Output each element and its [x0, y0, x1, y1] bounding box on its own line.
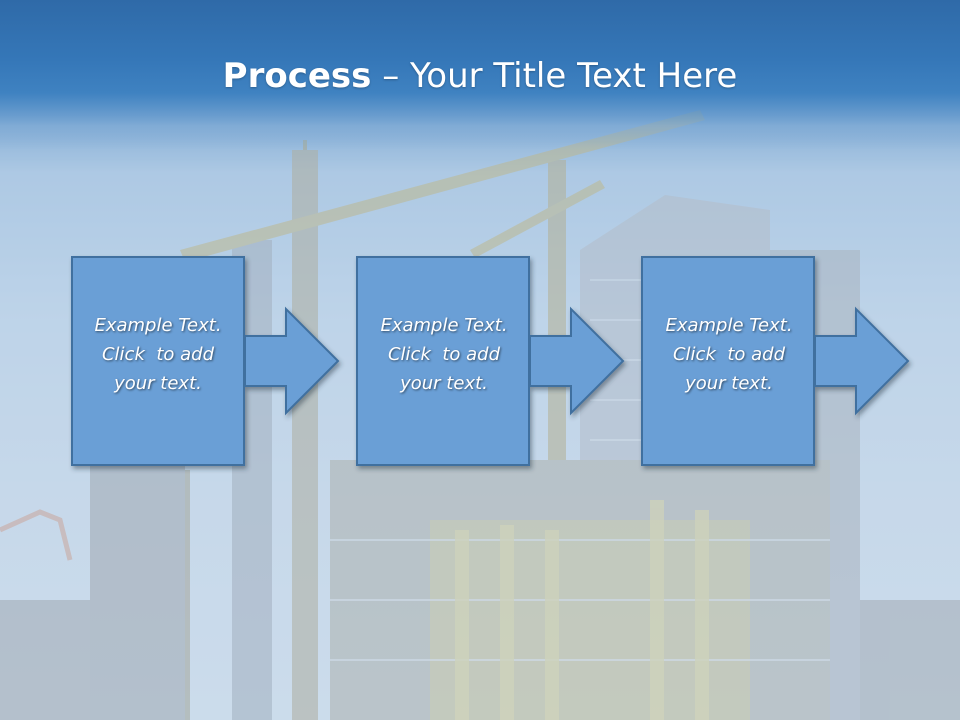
step-2-text[interactable]: Example Text. Click to add your text. — [358, 311, 530, 398]
step-1-box[interactable] — [71, 256, 245, 466]
step-3-line-1: Example Text. — [665, 315, 793, 336]
step-1-line-3: your text. — [114, 373, 202, 394]
step-2-line-2: Click to add — [387, 344, 500, 365]
title-dash: – — [371, 56, 411, 96]
title-text: Your Title Text Here — [410, 56, 738, 96]
step-3-line-3: your text. — [685, 373, 773, 394]
step-2-line-3: your text. — [400, 373, 488, 394]
step-1-line-1: Example Text. — [94, 315, 222, 336]
step-3-line-2: Click to add — [672, 344, 785, 365]
step-1-line-2: Click to add — [101, 344, 214, 365]
step-2-arrow[interactable] — [529, 306, 625, 416]
step-1-text[interactable]: Example Text. Click to add your text. — [72, 311, 244, 398]
step-3-arrow[interactable] — [814, 306, 910, 416]
title-bold-text: Process — [222, 56, 372, 96]
header-band — [0, 0, 960, 150]
slide-title: Process – Your Title Text Here — [0, 52, 960, 100]
step-2-box[interactable] — [356, 256, 530, 466]
step-2-line-1: Example Text. — [380, 315, 508, 336]
step-3-box[interactable] — [641, 256, 815, 466]
step-3-text[interactable]: Example Text. Click to add your text. — [643, 311, 815, 398]
step-1-arrow[interactable] — [244, 306, 340, 416]
